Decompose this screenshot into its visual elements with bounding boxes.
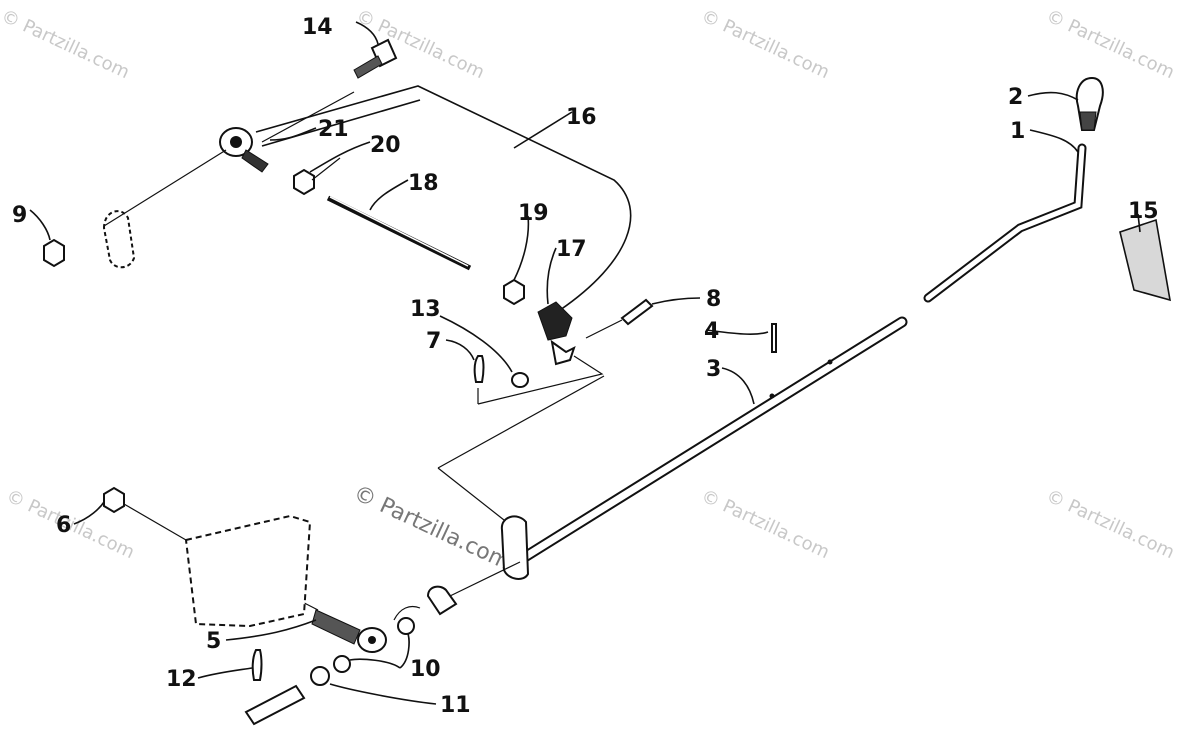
bolt-top [353,38,398,79]
decal-plate [1119,218,1172,302]
callout-5: 5 [206,629,221,654]
washer-11 [310,666,330,686]
nut-middle [503,278,525,306]
callout-2: 2 [1008,85,1023,110]
roll-pin [771,323,777,353]
callout-14: 14 [302,15,333,40]
callout-8: 8 [706,287,721,312]
callout-4: 4 [704,319,719,344]
callout-labels: 1 2 3 4 5 6 7 8 9 10 11 12 13 14 15 16 1… [12,15,1159,718]
callout-12: 12 [166,667,197,692]
washer-13 [511,372,529,388]
callout-21: 21 [318,117,349,142]
callout-6: 6 [56,513,71,538]
nut-upper [293,168,315,196]
nut-6 [103,486,125,514]
watermark-top-left: © Partzilla.com [0,5,133,83]
watermarks: © Partzilla.com © Partzilla.com © Partzi… [0,5,1178,563]
nut-left [43,238,65,268]
shift-lever [923,143,1087,303]
eye-bolt [311,609,387,653]
threaded-rod [326,195,472,271]
callout-11: 11 [440,693,471,718]
watermark-top-4: © Partzilla.com [1043,5,1178,83]
callout-13: 13 [410,297,441,322]
center-watermark: © Partzilla.com [349,481,513,575]
callout-3: 3 [706,357,721,382]
leader-lines [103,91,623,621]
cotter-pin-12 [251,649,263,681]
callout-10: 10 [410,657,441,682]
shaft-plate [500,515,530,580]
watermark-mid-3: © Partzilla.com [1043,485,1178,563]
watermark-mid-2: © Partzilla.com [698,485,833,563]
swivel-block [537,301,576,366]
frame-piece [184,514,312,628]
shift-knob [1075,76,1104,131]
callout-18: 18 [408,171,439,196]
watermark-top-2: © Partzilla.com [353,5,488,83]
callout-7: 7 [426,329,441,354]
callout-16: 16 [566,105,597,130]
shift-shaft [514,316,908,566]
watermark-top-3: © Partzilla.com [698,5,833,83]
callout-20: 20 [370,133,401,158]
clevis-pin [244,684,306,726]
callout-17: 17 [556,237,587,262]
rod-end [219,127,269,173]
pin-8 [620,298,654,326]
bracket-left [102,210,136,269]
washer-10b [333,655,351,673]
cotter-pin-7 [473,355,485,383]
washer-10a [397,617,415,635]
callout-1: 1 [1010,119,1025,144]
shaft-collar [426,585,458,616]
callout-19: 19 [518,201,549,226]
callout-leaders [29,21,1141,705]
callout-15: 15 [1128,199,1159,224]
callout-9: 9 [12,203,27,228]
